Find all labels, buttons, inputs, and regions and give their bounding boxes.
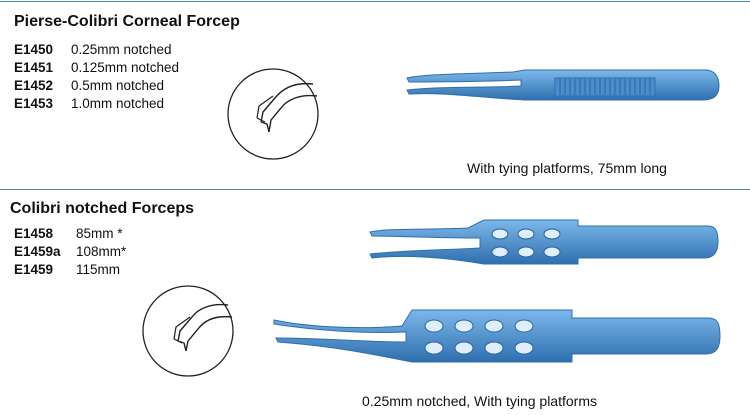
corneal-forcep-image: [406, 69, 720, 101]
section-divider: [0, 189, 750, 190]
item-code: E1450: [14, 42, 54, 57]
colibri-forcep-short-image: [369, 219, 719, 265]
item-desc: 0.125mm notched: [71, 60, 180, 75]
colibri-forcep-long-image: [273, 309, 721, 363]
tip-detail-icon: [142, 285, 234, 377]
item-desc: 1.0mm notched: [71, 96, 165, 111]
section1-caption: With tying platforms, 75mm long: [467, 160, 667, 176]
list-item: E1453 1.0mm notched: [14, 95, 179, 113]
item-desc: 115mm: [76, 262, 121, 277]
section2-code-list: E1458 85mm * E1459a 108mm* E1459 115mm: [14, 225, 126, 279]
item-desc: 85mm *: [76, 226, 123, 241]
section1-title: Pierse-Colibri Corneal Forcep: [14, 13, 240, 30]
list-item: E1450 0.25mm notched: [14, 41, 179, 59]
tip-detail-icon: [227, 68, 319, 160]
item-desc: 108mm*: [76, 244, 127, 259]
item-code: E1453: [14, 96, 54, 111]
item-desc: 0.5mm notched: [71, 78, 165, 93]
section2-title: Colibri notched Forceps: [10, 200, 195, 217]
item-code: E1452: [14, 78, 54, 93]
list-item: E1451 0.125mm notched: [14, 59, 179, 77]
section2-caption: 0.25mm notched, With tying platforms: [362, 393, 597, 409]
item-code: E1459a: [14, 244, 61, 259]
item-code: E1459: [14, 262, 54, 277]
top-divider: [0, 1, 750, 2]
list-item: E1458 85mm *: [14, 225, 126, 243]
item-code: E1458: [14, 226, 54, 241]
item-desc: 0.25mm notched: [71, 42, 172, 57]
list-item: E1459 115mm: [14, 261, 126, 279]
item-code: E1451: [14, 60, 54, 75]
section1-code-list: E1450 0.25mm notched E1451 0.125mm notched…: [14, 41, 179, 113]
list-item: E1459a 108mm*: [14, 243, 126, 261]
list-item: E1452 0.5mm notched: [14, 77, 179, 95]
